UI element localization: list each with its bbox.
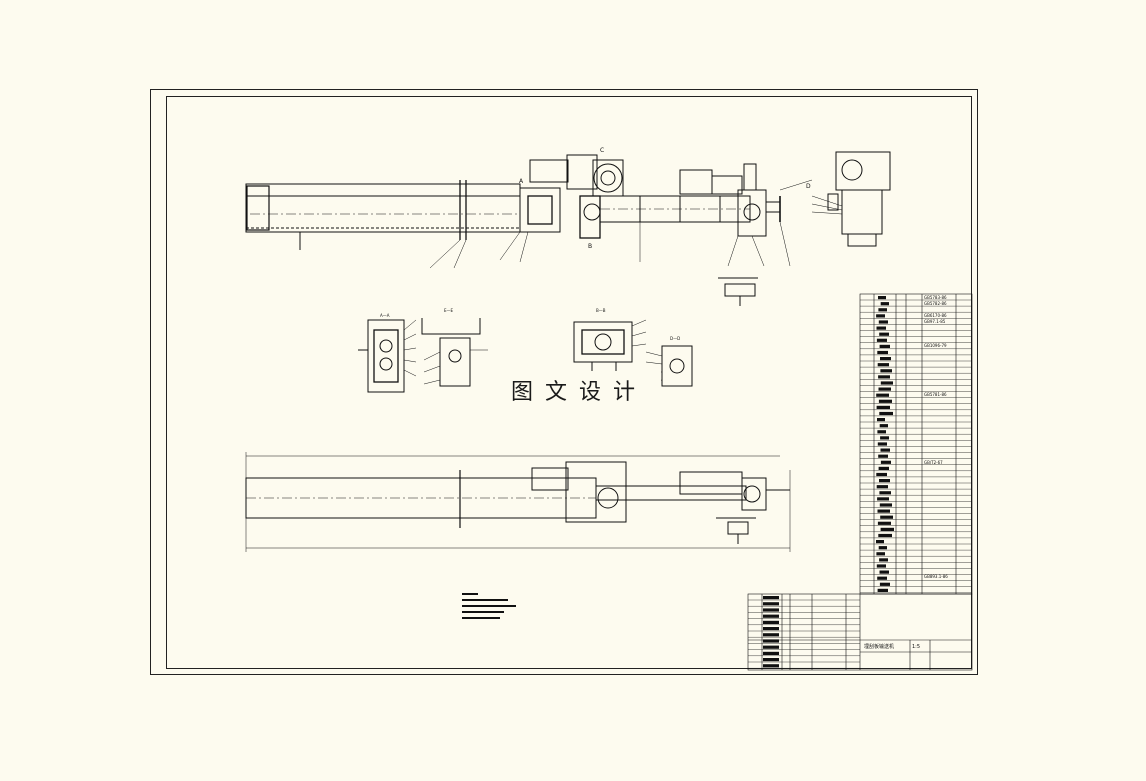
plan-view — [245, 452, 791, 552]
section-view-B — [573, 319, 647, 375]
section-label-e: E—E — [444, 308, 454, 313]
parts-standard-7: GB893.1-86 — [924, 574, 948, 579]
technical-notes — [462, 593, 516, 619]
parts-standard-2: GB6170-86 — [924, 313, 947, 318]
parts-standard-4: GB1096-79 — [924, 343, 947, 348]
section-view-E — [421, 318, 488, 387]
parts-standard-5: GB5781-86 — [924, 392, 947, 397]
section-view-A — [358, 319, 417, 393]
side-view-tail — [811, 151, 891, 247]
callout-b-label: B — [588, 243, 592, 250]
title-block — [747, 593, 973, 671]
callout-d-label: D — [806, 183, 811, 190]
section-label-b: B—B — [596, 308, 606, 313]
parts-name-cells — [763, 296, 894, 668]
section-label-d: D—D — [670, 336, 680, 341]
title-block-rows — [748, 599, 860, 669]
drawing-frame — [166, 96, 972, 669]
parts-standard-6: GB/T2-67 — [924, 460, 943, 465]
drawing-name: 埋刮板输送机 — [864, 643, 894, 650]
watermark-label: 图文设计 — [497, 371, 661, 409]
drawing-scale: 1:5 — [912, 644, 920, 650]
parts-standard-1: GB5782-86 — [924, 301, 947, 306]
callout-c-label: C — [600, 147, 604, 154]
parts-list-rows — [860, 299, 972, 593]
section-label-a: A—A — [380, 313, 390, 318]
front-view-main — [245, 154, 813, 306]
parts-standard-3: GB97.1-85 — [924, 319, 946, 324]
parts-list — [859, 293, 973, 595]
callout-a-label: A — [519, 178, 524, 185]
parts-standard-0: GB5783-86 — [924, 295, 947, 300]
